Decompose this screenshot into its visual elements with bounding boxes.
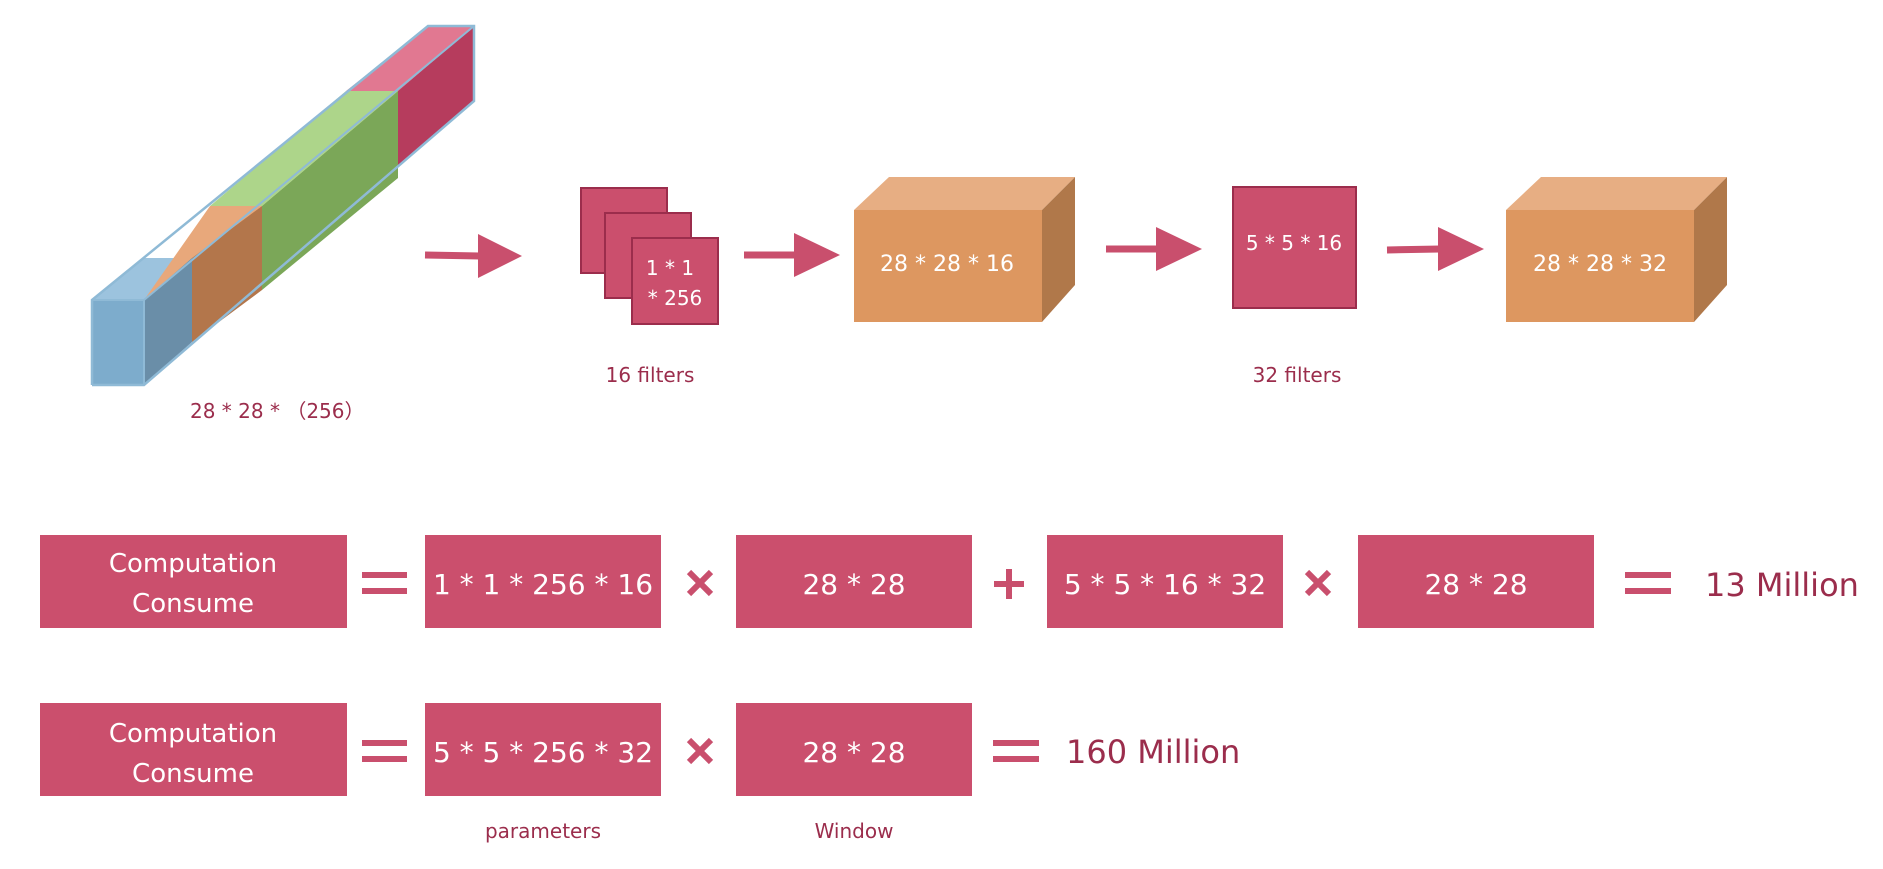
eq2-term1-box [425, 703, 661, 796]
eq1-times-sign-1 [686, 569, 714, 597]
input-tensor-label: 28 * 28 * （256） [190, 399, 365, 423]
eq2-lhs-box [40, 703, 347, 796]
eq1-term4-box [1358, 535, 1594, 628]
eq2-lhs-line2: Consume [132, 759, 254, 789]
eq2-term2-box [736, 703, 972, 796]
eq1-term3: 5 * 5 * 16 * 32 [1064, 568, 1266, 601]
filter-square-front [631, 237, 719, 325]
eq1-equals-sign-1 [362, 572, 407, 594]
eq1-term4: 28 * 28 [1424, 568, 1527, 601]
filters-2-label: 32 filters [1253, 363, 1342, 387]
output-1-side [1042, 177, 1075, 322]
eq1-lhs-box [40, 535, 347, 628]
filters-2: 5 * 5 * 16 32 filters [1232, 186, 1357, 387]
filter-1-box-line1: 1 * 1 [646, 256, 694, 280]
eq1-lhs-line2: Consume [132, 589, 254, 619]
output-1-top [854, 177, 1075, 210]
filters-1-label: 16 filters [606, 363, 695, 387]
output-2-cube: 28 * 28 * 32 [1506, 177, 1727, 322]
eq2-lhs-line1: Computation [109, 719, 277, 749]
filters-1: 1 * 1 * 256 16 filters [580, 187, 719, 387]
arrow-2 [744, 233, 840, 277]
input-tensor: 28 * 28 * （256） [90, 24, 476, 423]
filter-1-box-line2: * 256 [648, 286, 703, 310]
eq2-term1: 5 * 5 * 256 * 32 [433, 736, 653, 769]
eq2-equals-sign-1 [362, 740, 407, 762]
eq1-term2: 28 * 28 [802, 568, 905, 601]
input-tensor-top-green [210, 91, 398, 206]
input-tensor-side-orange [192, 206, 262, 342]
output-2-front [1506, 210, 1694, 322]
eq1-plus-sign [994, 569, 1024, 599]
input-tensor-side-pink [398, 26, 474, 166]
output-2-side [1694, 177, 1727, 322]
eq2-times-sign [686, 737, 714, 765]
eq1-term3-box [1047, 535, 1283, 628]
filter-2-box-label: 5 * 5 * 16 [1246, 231, 1342, 255]
equation-1: Computation Consume 1 * 1 * 256 * 16 28 … [40, 535, 1859, 628]
eq1-equals-sign-2 [1625, 572, 1671, 594]
input-tensor-front-blue [92, 300, 144, 385]
eq2-result: 160 Million [1066, 733, 1240, 771]
eq2-caption-parameters: parameters [485, 819, 601, 843]
eq1-term1: 1 * 1 * 256 * 16 [433, 568, 653, 601]
equation-2: Computation Consume 5 * 5 * 256 * 32 28 … [40, 703, 1240, 843]
arrow-4 [1386, 227, 1484, 271]
input-tensor-top-pink [346, 26, 474, 91]
output-1-cube: 28 * 28 * 16 [854, 177, 1075, 322]
eq1-result: 13 Million [1705, 566, 1859, 604]
input-tensor-side-green [262, 91, 398, 290]
arrow-1 [424, 234, 522, 278]
arrow-3 [1106, 227, 1202, 271]
eq1-lhs-line1: Computation [109, 549, 277, 579]
output-2-label: 28 * 28 * 32 [1533, 252, 1667, 277]
eq1-term1-box [425, 535, 661, 628]
eq1-term2-box [736, 535, 972, 628]
output-1-front [854, 210, 1042, 322]
eq2-equals-sign-2 [993, 740, 1039, 762]
eq2-term2: 28 * 28 [802, 736, 905, 769]
eq1-times-sign-2 [1304, 569, 1332, 597]
eq2-caption-window: Window [815, 819, 894, 843]
output-1-label: 28 * 28 * 16 [880, 252, 1014, 277]
filter-2-square [1232, 186, 1357, 309]
output-2-top [1506, 177, 1727, 210]
